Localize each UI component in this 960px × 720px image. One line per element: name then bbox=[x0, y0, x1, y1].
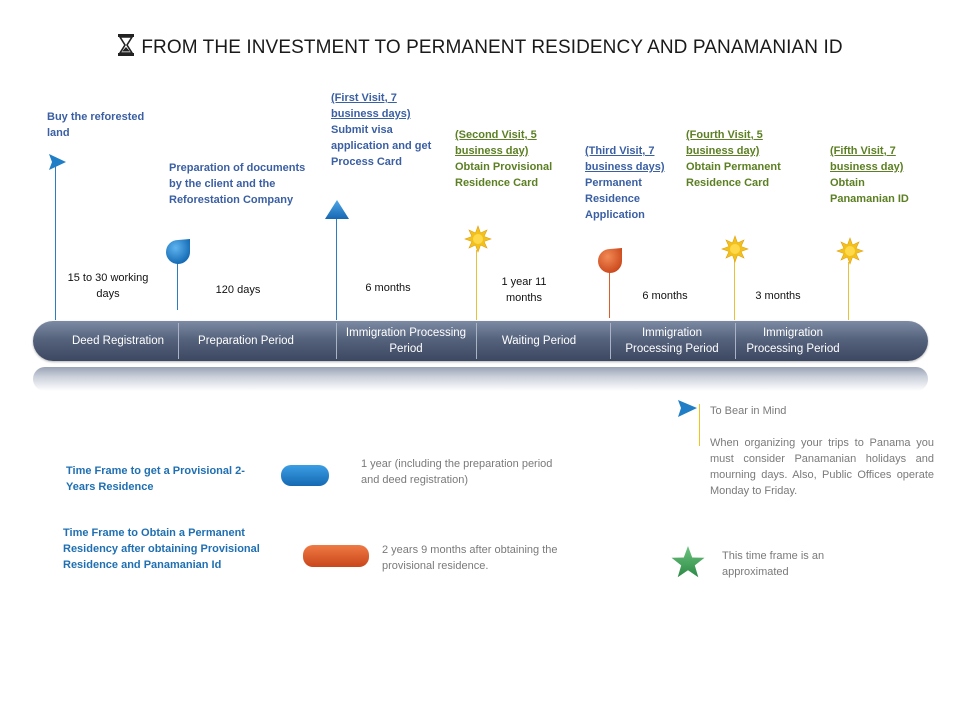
event-stem bbox=[177, 262, 178, 310]
legend-permanent-text: 2 years 9 months after obtaining the pro… bbox=[382, 544, 558, 572]
event-stem bbox=[55, 158, 56, 320]
event-desc: Preparation of documents by the client a… bbox=[169, 162, 306, 206]
duration-label: 1 year 11 months bbox=[501, 276, 547, 304]
segment-deed-registration: Deed Registration bbox=[71, 335, 165, 347]
event-desc: Obtain Permanent Residence Card bbox=[686, 161, 781, 189]
approximation-note: This time frame is an approximated bbox=[722, 550, 825, 578]
event-stem bbox=[848, 262, 849, 320]
event-first-visit: (First Visit, 7 business days) Submit vi… bbox=[331, 90, 446, 170]
event-stem bbox=[476, 250, 477, 320]
event-visit: (Fifth Visit, 7 business day) bbox=[830, 145, 904, 173]
hourglass-icon bbox=[117, 34, 135, 62]
event-fourth-visit: (Fourth Visit, 5 business day) Obtain Pe… bbox=[686, 127, 786, 191]
event-visit: (Second Visit, 5 business day) bbox=[455, 129, 537, 157]
duration-label: 15 to 30 working days bbox=[67, 272, 149, 300]
timeline-divider bbox=[336, 323, 337, 359]
blue-pill-icon bbox=[281, 465, 329, 486]
blue-flag-icon bbox=[678, 400, 697, 417]
event-document-preparation: Preparation of documents by the client a… bbox=[169, 160, 319, 208]
legend-permanent-label: Time Frame to Obtain a Permanent Residen… bbox=[63, 527, 260, 571]
note-text: When organizing your trips to Panama you… bbox=[710, 437, 934, 497]
title-text: FROM THE INVESTMENT TO PERMANENT RESIDEN… bbox=[141, 37, 843, 58]
note-title: To Bear in Mind bbox=[710, 405, 787, 417]
legend-provisional-label: Time Frame to get a Provisional 2-Years … bbox=[66, 465, 245, 493]
blue-triangle-icon bbox=[325, 200, 349, 219]
duration-label: 6 months bbox=[365, 282, 411, 294]
blue-flag-icon bbox=[49, 154, 66, 170]
note-stem bbox=[699, 404, 700, 446]
blue-drop-icon bbox=[166, 239, 190, 264]
timeline-divider bbox=[178, 323, 179, 359]
event-stem bbox=[734, 260, 735, 320]
event-buy-land: Buy the reforested land bbox=[47, 109, 157, 141]
event-desc: Submit visa application and get Process … bbox=[331, 124, 432, 168]
segment-immigration-processing: Immigration Processing Period bbox=[625, 327, 719, 355]
duration-label: 3 months bbox=[755, 290, 801, 302]
event-desc: Permanent Residence Application bbox=[585, 177, 645, 221]
event-second-visit: (Second Visit, 5 business day) Obtain Pr… bbox=[455, 127, 555, 191]
event-stem bbox=[336, 215, 337, 320]
timeline-divider bbox=[610, 323, 611, 359]
event-stem bbox=[609, 272, 610, 318]
event-desc: Obtain Provisional Residence Card bbox=[455, 161, 553, 189]
segment-waiting-period: Waiting Period bbox=[501, 335, 577, 347]
orange-pill-icon bbox=[303, 545, 369, 567]
event-fifth-visit: (Fifth Visit, 7 business day) Obtain Pan… bbox=[830, 143, 930, 207]
segment-preparation-period: Preparation Period bbox=[198, 335, 294, 347]
legend-provisional-text: 1 year (including the preparation period… bbox=[361, 458, 553, 486]
timeline-divider bbox=[476, 323, 477, 359]
event-third-visit: (Third Visit, 7 business days) Permanent… bbox=[585, 143, 667, 223]
sun-icon bbox=[464, 225, 492, 253]
timeline-bar-reflection bbox=[33, 367, 928, 391]
orange-drop-icon bbox=[598, 248, 622, 273]
segment-immigration-processing: Immigration Processing Period bbox=[746, 327, 840, 355]
duration-label: 6 months bbox=[642, 290, 688, 302]
duration-label: 120 days bbox=[215, 284, 261, 296]
page-title: FROM THE INVESTMENT TO PERMANENT RESIDEN… bbox=[0, 34, 960, 62]
segment-immigration-processing: Immigration Processing Period bbox=[345, 327, 467, 355]
event-visit: (First Visit, 7 business days) bbox=[331, 92, 411, 120]
sun-icon bbox=[836, 237, 864, 265]
timeline-divider bbox=[735, 323, 736, 359]
event-visit: (Third Visit, 7 business days) bbox=[585, 145, 665, 173]
sun-icon bbox=[721, 235, 749, 263]
event-desc: Obtain Panamanian ID bbox=[830, 177, 909, 205]
event-visit: (Fourth Visit, 5 business day) bbox=[686, 129, 763, 157]
timeline-bar bbox=[33, 321, 928, 361]
event-desc: Buy the reforested land bbox=[47, 111, 145, 139]
green-star-icon bbox=[671, 546, 705, 578]
